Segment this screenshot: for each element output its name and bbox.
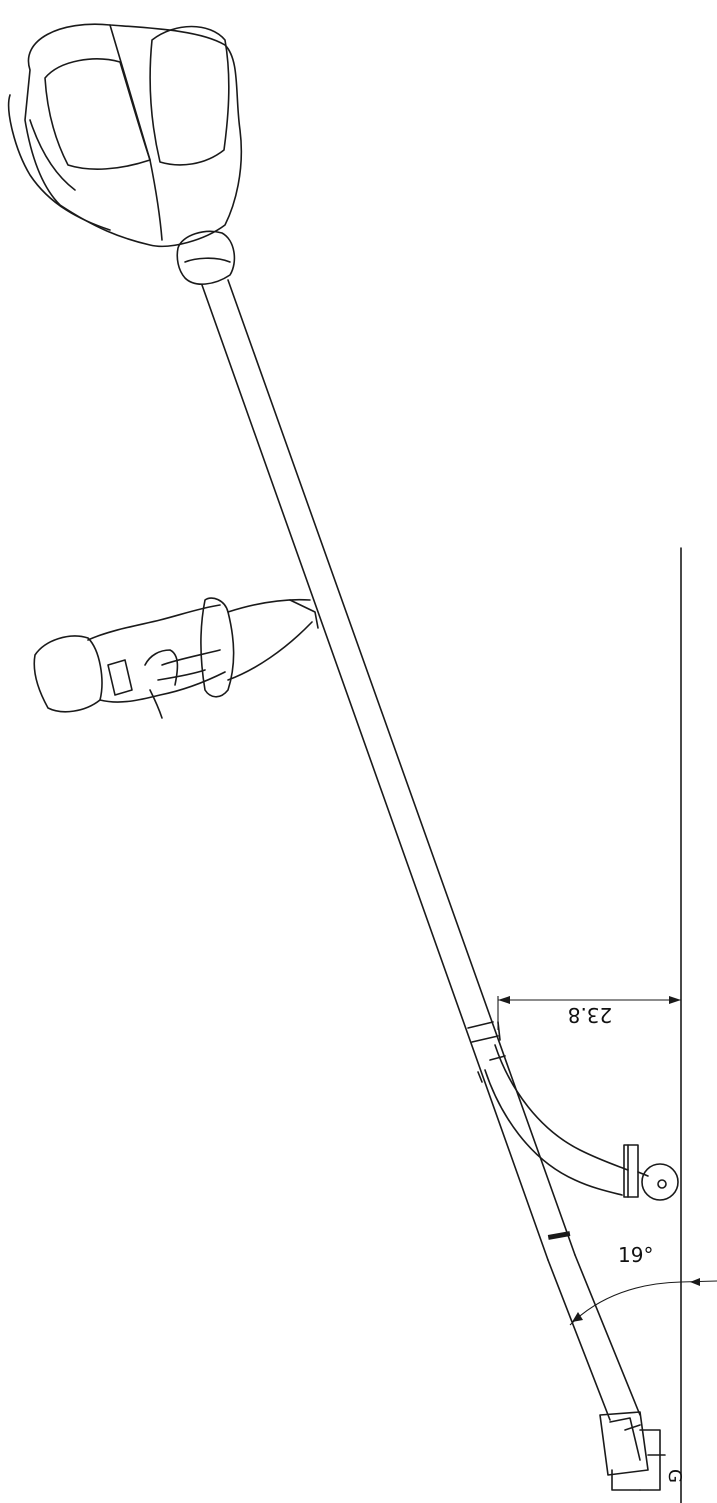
drive-shaft xyxy=(201,279,641,1421)
guard-arm xyxy=(484,1044,679,1201)
angle-label: 19° xyxy=(618,1243,653,1267)
angle-arc xyxy=(569,1278,717,1326)
dimension-arrow xyxy=(497,996,681,1030)
corner-mark: G xyxy=(664,1469,685,1483)
cutter-head xyxy=(599,1411,666,1491)
handle-assembly xyxy=(33,597,319,719)
engine-head xyxy=(7,23,243,285)
dimension-label: 23.8 xyxy=(568,1003,613,1027)
